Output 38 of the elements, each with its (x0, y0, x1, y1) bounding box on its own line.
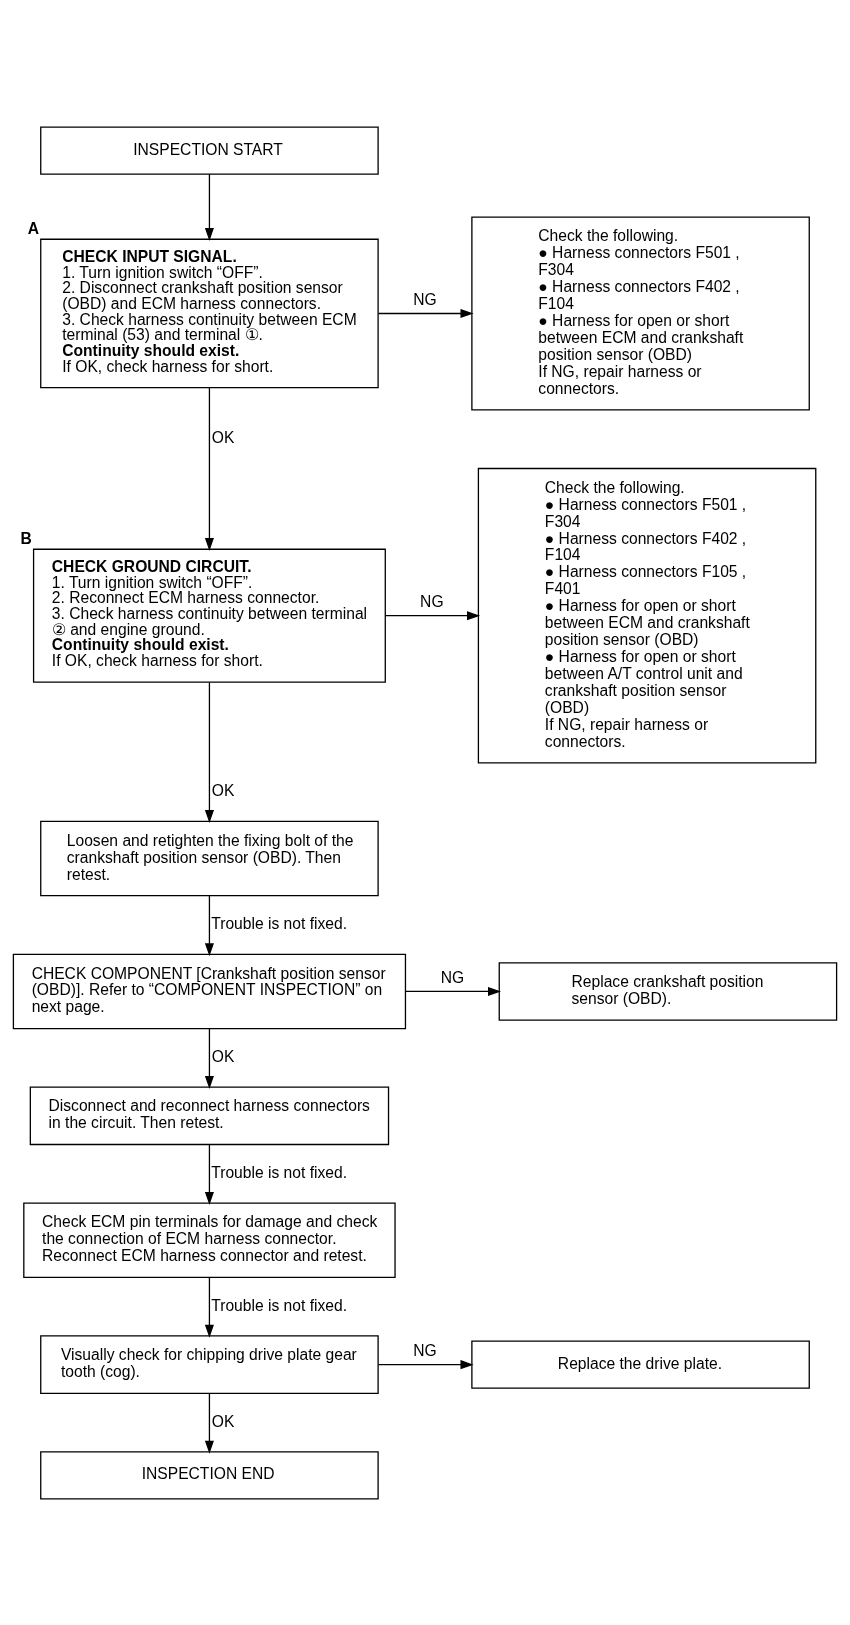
arrow (377, 1359, 474, 1369)
edge-label: Trouble is not fixed. (211, 914, 348, 932)
node-label: B (20, 529, 32, 546)
arrow (204, 386, 214, 551)
arrow (204, 681, 214, 823)
node-box: Loosen and retighten the fixing bolt of the crankshaft position sensor (OBD). Then retest. (40, 820, 379, 896)
arrow (384, 610, 481, 620)
edge-label: OK (211, 1047, 235, 1065)
node-box: CHECK INPUT SIGNAL. 1. Turn ignition switch “OFF”. 2. Disconnect crankshaft position sensor (OBD) and ECM harness connectors. 3. Check harness continuity between ECM terminal (53) and terminal ①. Continuity should exist. If OK, check harness for short. (40, 238, 379, 388)
node-box: INSPECTION START (40, 126, 379, 175)
node-box: CHECK GROUND CIRCUIT. 1. Turn ignition switch “OFF”. 2. Reconnect ECM harness connector. 3. Check harness continuity between terminal ② and engine ground. Continuity should exist. If OK, check harness for short. (32, 548, 386, 683)
edge-label: OK (211, 1412, 235, 1430)
edge-label: Trouble is not fixed. (211, 1296, 348, 1314)
arrow (377, 308, 474, 318)
node-box: Visually check for chipping drive plate gear tooth (cog). (40, 1334, 379, 1394)
node-box: Check the following. ● Harness connectors F501 , F304 ● Harness connectors F402 , F104 ● Harness connectors F105 , F401 ● Harness for open or short between ECM and crankshaft position sensor (OBD) ● Harness for open or short between A/T control unit and crankshaft position sensor (OBD) If NG, repair harness or connectors. (477, 467, 817, 763)
edge-label: NG (413, 1341, 437, 1359)
arrow (404, 986, 502, 996)
arrow (204, 894, 214, 956)
node-box: Disconnect and reconnect harness connectors in the circuit. Then retest. (29, 1086, 390, 1145)
arrow (204, 1027, 214, 1089)
node-box: Replace crankshaft position sensor (OBD). (498, 961, 838, 1021)
node-box: Check the following. ● Harness connectors F501 , F304 ● Harness connectors F402 , F104 ● Harness for open or short between ECM and crankshaft position sensor (OBD) If NG, repair harness or connectors. (471, 215, 810, 410)
arrow (204, 173, 214, 241)
node-box: Replace the drive plate. (471, 1340, 810, 1389)
edge-label: OK (211, 428, 235, 446)
edge-label: OK (211, 781, 235, 799)
arrow (204, 1143, 214, 1205)
node-box: INSPECTION END (40, 1450, 379, 1499)
node-box: Check ECM pin terminals for damage and check the connection of ECM harness connector. Reconnect ECM harness connector and retest. (23, 1201, 396, 1278)
edge-label: NG (440, 968, 465, 986)
edge-label: NG (420, 592, 444, 610)
arrow (204, 1276, 214, 1338)
node-box: CHECK COMPONENT [Crankshaft position sensor (OBD)]. Refer to “COMPONENT INSPECTION” on next page. (12, 953, 407, 1029)
edge-label: Trouble is not fixed. (211, 1163, 348, 1181)
node-label: A (27, 219, 40, 236)
arrow (204, 1392, 214, 1454)
edge-label: NG (413, 290, 437, 308)
